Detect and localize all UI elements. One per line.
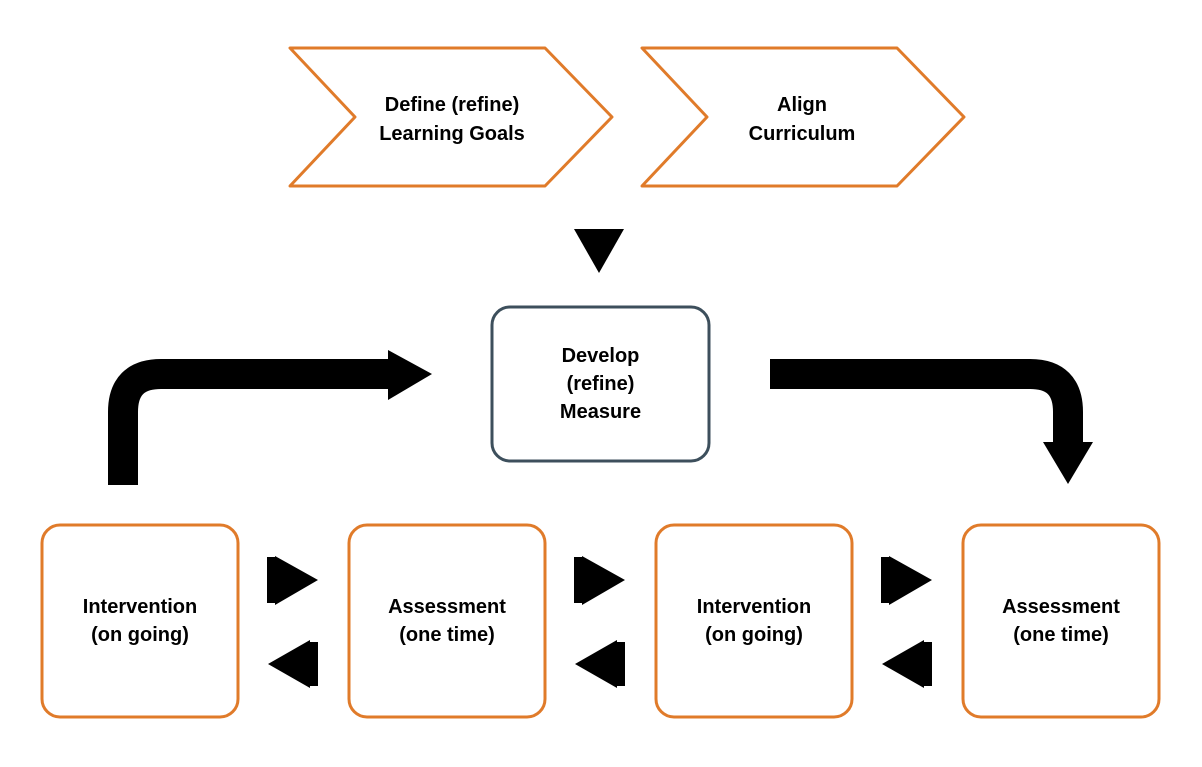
right-arrow-icon [881, 556, 932, 605]
bottom-box-1 [40, 523, 240, 719]
intervention-text-2: Intervention (on going) [656, 525, 852, 717]
chevron-align-label-1: Align [777, 94, 827, 116]
bottom-box-2 [347, 523, 547, 719]
left-arrow-icon [575, 640, 625, 688]
left-arrow-icon [882, 640, 932, 688]
right-arrow-icon [267, 556, 318, 605]
chevron-define-goals: Define (refine) Learning Goals [288, 46, 614, 188]
bottom-box-3 [654, 523, 854, 719]
bottom-box-4 [961, 523, 1161, 719]
center-line-2: (refine) [566, 373, 635, 395]
bottom-1-line-1: Intervention [82, 596, 198, 618]
chevron-define-label-1: Define (refine) [385, 94, 519, 116]
bottom-2-line-2: (one time) [399, 624, 495, 646]
bottom-4-line-1: Assessment [1002, 596, 1120, 618]
assessment-text-1: Assessment (one time) [349, 525, 545, 717]
right-arrow-icon [574, 556, 625, 605]
intervention-text-1: Intervention (on going) [42, 525, 238, 717]
down-arrow-icon [574, 229, 624, 273]
center-line-1: Develop [561, 345, 640, 367]
bottom-3-line-2: (on going) [705, 624, 803, 646]
chevron-align-label-2: Curriculum [749, 123, 856, 145]
chevron-align-curriculum: Align Curriculum [640, 46, 966, 188]
loop-arrow-left-icon [108, 350, 432, 485]
center-line-3: Measure [559, 401, 642, 423]
bottom-1-line-2: (on going) [91, 624, 189, 646]
bottom-4-line-2: (one time) [1013, 624, 1109, 646]
bottom-3-line-1: Intervention [696, 596, 812, 618]
loop-arrow-right-icon [770, 359, 1093, 484]
develop-measure-box [490, 305, 711, 463]
bottom-2-line-1: Assessment [388, 596, 506, 618]
assessment-text-2: Assessment (one time) [963, 525, 1159, 717]
develop-measure-text: Develop (refine) Measure [492, 307, 709, 461]
chevron-define-label-2: Learning Goals [379, 123, 525, 145]
left-arrow-icon [268, 640, 318, 688]
